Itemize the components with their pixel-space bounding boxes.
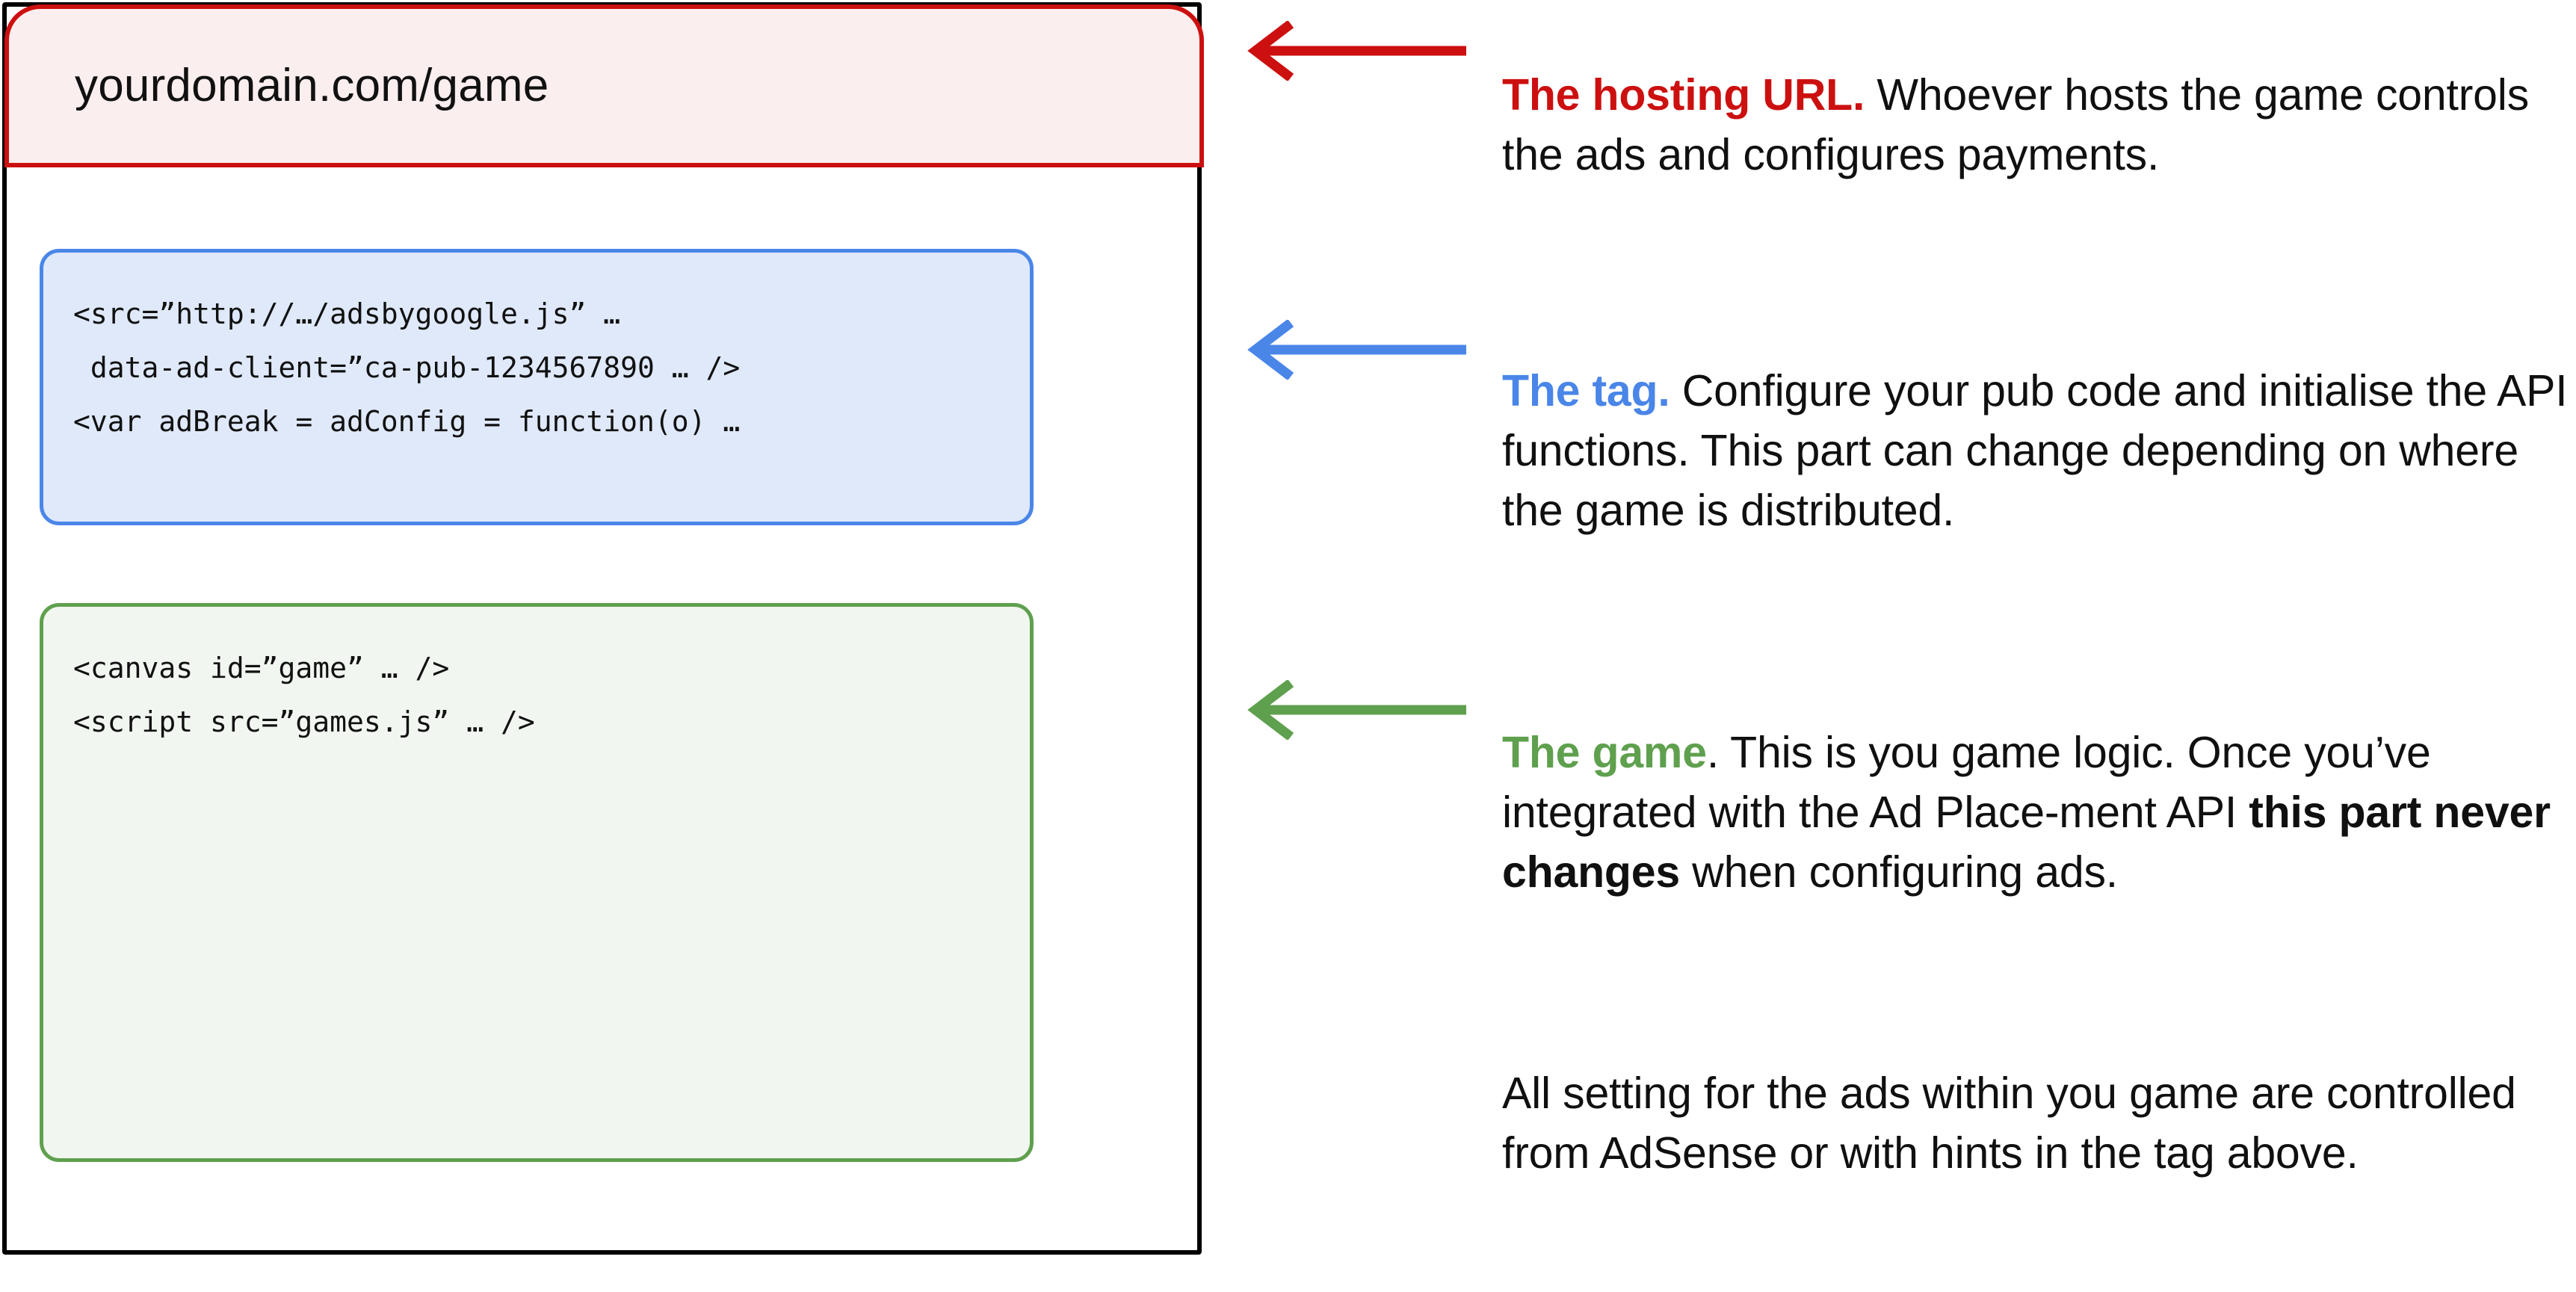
note-game-lead: The game xyxy=(1502,728,1707,777)
arrow-game-icon xyxy=(1247,680,1466,740)
game-code-line-2: <script src=”games.js” … /> xyxy=(73,705,535,738)
note-hosting-url-body: Whoever hosts the game controls the ads … xyxy=(1502,70,2529,179)
note-tag-body: Configure your pub code and initialise t… xyxy=(1502,366,2568,535)
note-tag: The tag. Configure your pub code and ini… xyxy=(1502,361,2576,540)
game-code-line-1: <canvas id=”game” … /> xyxy=(73,652,450,684)
note-all-settings-body: All setting for the ads within you game … xyxy=(1502,1069,2516,1178)
note-hosting-url-lead: The hosting URL. xyxy=(1502,70,1865,120)
arrow-tag-icon xyxy=(1247,320,1466,380)
tag-code-line-2: data-ad-client=”ca-pub-1234567890 … /> xyxy=(73,351,741,384)
note-game-body-2: when configuring ads. xyxy=(1679,847,2118,897)
tag-code-line-1: <src=”http://…/adsbygoogle.js” … xyxy=(73,297,621,330)
browser-url-bar[interactable]: yourdomain.com/game xyxy=(4,4,1204,167)
note-game-body-1: . This is you game logic. Once you’ve in… xyxy=(1502,728,2431,837)
note-game: The game. This is you game logic. Once y… xyxy=(1502,723,2576,902)
note-hosting-url: The hosting URL. Whoever hosts the game … xyxy=(1502,65,2576,185)
game-code-box: <canvas id=”game” … /> <script src=”game… xyxy=(40,603,1034,1162)
hosting-page-container: yourdomain.com/game <src=”http://…/adsby… xyxy=(2,2,1204,1255)
hosting-url-text: yourdomain.com/game xyxy=(75,60,549,111)
note-tag-lead: The tag. xyxy=(1502,366,1670,415)
ad-tag-code-box: <src=”http://…/adsbygoogle.js” … data-ad… xyxy=(40,249,1034,525)
tag-code-line-3: <var adBreak = adConfig = function(o) … xyxy=(73,405,741,438)
annotations-column: The hosting URL. Whoever hosts the game … xyxy=(1502,0,2576,1292)
arrow-hosting-url-icon xyxy=(1247,21,1466,81)
note-game-emphasis: this part never changes xyxy=(1502,788,2551,897)
note-all-settings: All setting for the ads within you game … xyxy=(1502,1063,2576,1183)
